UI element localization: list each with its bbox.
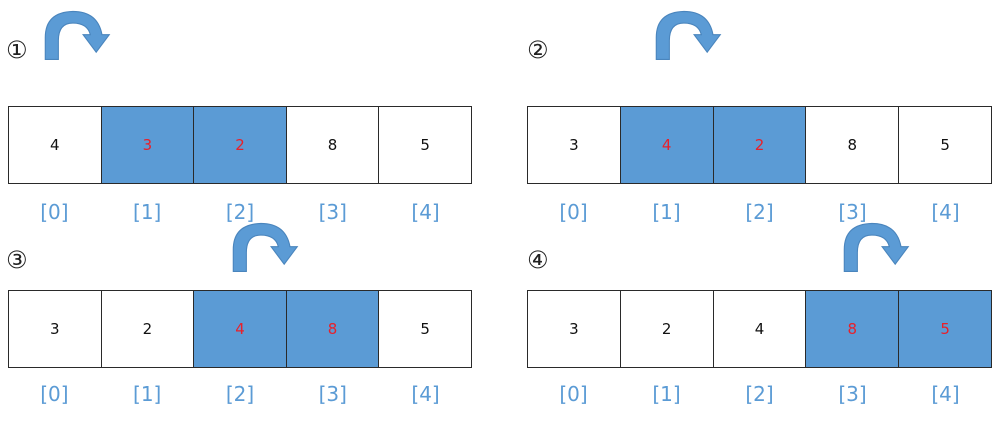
index-label: [1]: [133, 382, 162, 406]
step-panel-2: ② 3 4 2 8 5 [0] [1] [2] [3] [4]: [519, 10, 992, 230]
array-cell: 8: [806, 107, 900, 183]
index-label: [0]: [559, 382, 588, 406]
index-label: [2]: [745, 200, 774, 224]
swap-arrow-icon: [843, 222, 910, 272]
index-label: [3]: [838, 200, 867, 224]
array-cell-compared: 8: [286, 291, 380, 367]
array-cell: 8: [287, 107, 380, 183]
step-panel-1: ① 4 3 2 8 5 [0] [1] [2] [3] [4]: [0, 10, 472, 230]
array-cell-compared: 4: [620, 107, 714, 183]
step-number: ①: [6, 36, 28, 64]
array-cell-compared: 2: [713, 107, 807, 183]
index-label: [3]: [838, 382, 867, 406]
array-cell: 4: [714, 291, 807, 367]
index-label: [4]: [931, 382, 960, 406]
index-label: [2]: [745, 382, 774, 406]
index-row: [0] [1] [2] [3] [4]: [527, 382, 992, 406]
index-row: [0] [1] [2] [3] [4]: [8, 200, 472, 224]
index-row: [0] [1] [2] [3] [4]: [527, 200, 992, 224]
index-label: [1]: [652, 382, 681, 406]
array-cell: 4: [9, 107, 102, 183]
array-cell: 5: [420, 320, 430, 338]
array-row: 4 3 2 8 5: [8, 106, 472, 184]
array-cell-compared: 5: [899, 291, 991, 367]
swap-arrow-icon: [44, 10, 111, 60]
swap-arrow-icon: [655, 10, 722, 60]
array-row: 3 2 4 8 5: [527, 290, 992, 368]
array-cell-compared: 3: [101, 107, 195, 183]
step-number: ④: [527, 246, 549, 274]
step-panel-4: ④ 3 2 4 8 5 [0] [1] [2] [3] [4]: [519, 222, 992, 442]
step-number: ③: [6, 246, 28, 274]
array-cell-compared: 2: [194, 107, 287, 183]
array-cell: 5: [940, 136, 950, 154]
array-cell: 3: [528, 291, 621, 367]
index-label: [2]: [225, 200, 255, 224]
index-row: [0] [1] [2] [3] [4]: [8, 382, 472, 406]
index-label: [1]: [133, 200, 162, 224]
array-cell: 5: [420, 136, 430, 154]
index-label: [2]: [225, 382, 255, 406]
array-cell: 3: [528, 107, 621, 183]
array-cell: 2: [102, 291, 195, 367]
step-panel-3: ③ 3 2 4 8 5 [0] [1] [2] [3] [4]: [0, 222, 472, 442]
index-label: [4]: [411, 382, 440, 406]
index-label: [4]: [411, 200, 440, 224]
array-cell-compared: 8: [806, 291, 900, 367]
index-label: [0]: [40, 382, 69, 406]
index-label: [3]: [318, 200, 347, 224]
index-label: [0]: [559, 200, 588, 224]
array-row: 3 2 4 8 5: [8, 290, 472, 368]
index-label: [0]: [40, 200, 69, 224]
index-label: [1]: [652, 200, 681, 224]
array-cell-compared: 4: [194, 291, 287, 367]
index-label: [3]: [318, 382, 347, 406]
array-row: 3 4 2 8 5: [527, 106, 992, 184]
swap-arrow-icon: [232, 222, 299, 272]
array-cell: 3: [9, 291, 102, 367]
array-cell: 2: [621, 291, 714, 367]
step-number: ②: [527, 36, 549, 64]
index-label: [4]: [931, 200, 960, 224]
